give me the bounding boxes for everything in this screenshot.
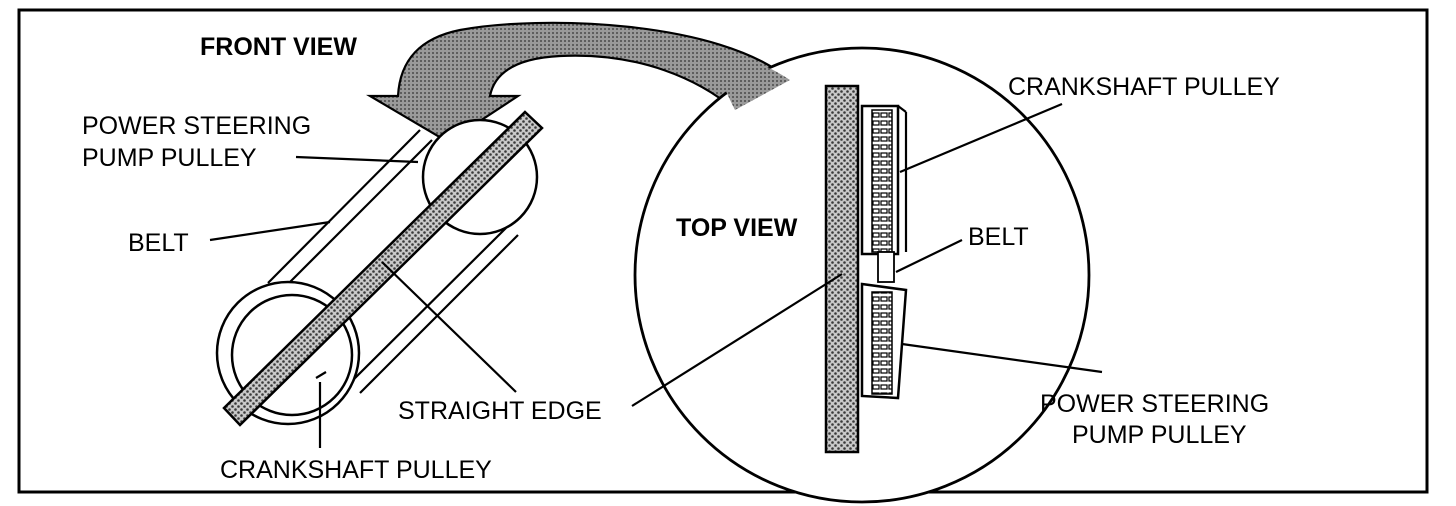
label-ps-pulley-top-line2: PUMP PULLEY bbox=[1072, 421, 1247, 449]
belt-edge-lower bbox=[359, 234, 519, 394]
top-ps-pulley-ribs bbox=[871, 291, 893, 395]
label-crankshaft-top: CRANKSHAFT PULLEY bbox=[1008, 73, 1280, 101]
diagram-frame bbox=[17, 8, 1429, 494]
front-view-heading: FRONT VIEW bbox=[200, 33, 357, 61]
belt-edge-upper-inner bbox=[281, 139, 433, 291]
label-ps-pulley-line2: PUMP PULLEY bbox=[82, 144, 257, 172]
label-belt-top: BELT bbox=[968, 223, 1029, 251]
top-view-circle bbox=[633, 46, 1091, 504]
label-crankshaft-front: CRANKSHAFT PULLEY bbox=[220, 456, 492, 484]
crankshaft-pulley-center-mark bbox=[315, 371, 327, 379]
leader-top-straight-edge bbox=[631, 273, 843, 407]
leader-top-crankshaft bbox=[899, 102, 1063, 174]
top-belt-segment bbox=[877, 251, 895, 283]
top-view-heading: TOP VIEW bbox=[676, 214, 798, 242]
leader-top-ps-pulley bbox=[901, 342, 1103, 374]
view-transition-arrow bbox=[365, 21, 792, 144]
belt-edge-upper bbox=[267, 129, 421, 284]
label-straight-edge: STRAIGHT EDGE bbox=[398, 397, 602, 425]
straight-edge-bar bbox=[222, 110, 544, 427]
label-ps-pulley-line1: POWER STEERING bbox=[82, 112, 311, 140]
leader-ps-pulley bbox=[295, 155, 419, 164]
leader-belt bbox=[209, 220, 331, 242]
top-crankshaft-pulley-ribs bbox=[871, 109, 893, 253]
top-crankshaft-pulley-face bbox=[897, 105, 907, 113]
label-belt-front: BELT bbox=[128, 229, 189, 257]
leader-top-belt bbox=[895, 239, 963, 273]
label-ps-pulley-top-line1: POWER STEERING bbox=[1040, 390, 1269, 418]
view-transition-arrow-tail bbox=[718, 55, 790, 110]
top-straight-edge-bar bbox=[824, 84, 860, 454]
leader-straight-edge bbox=[381, 261, 517, 393]
